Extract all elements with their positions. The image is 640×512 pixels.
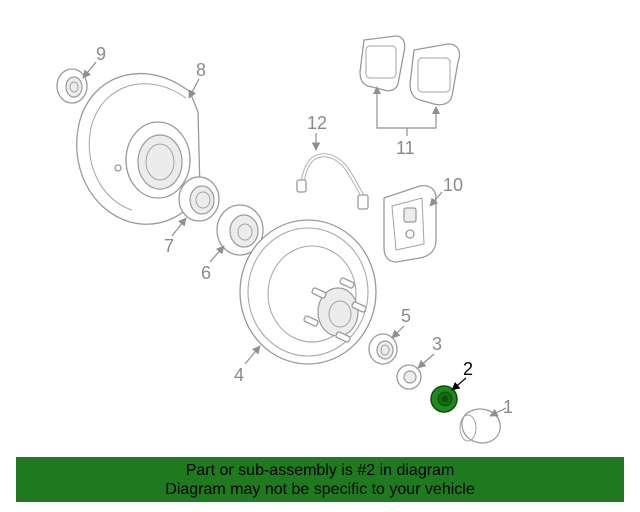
outer-bearing-part-5 (368, 333, 398, 365)
callout-8: 8 (188, 60, 206, 99)
washer-part-3 (396, 364, 422, 390)
banner-line-1: Part or sub-assembly is #2 in diagram (185, 462, 455, 479)
grease-seal-part-9 (56, 68, 88, 104)
brake-pads-part-11 (359, 35, 461, 136)
svg-text:1: 1 (503, 397, 513, 417)
svg-text:2: 2 (463, 359, 473, 379)
svg-text:12: 12 (307, 113, 327, 133)
brake-hose-part-12 (296, 153, 369, 210)
svg-text:4: 4 (234, 365, 244, 385)
svg-text:11: 11 (396, 138, 415, 158)
wheel-studs (303, 277, 367, 343)
callout-2: 2 (451, 359, 473, 391)
dust-cap-part-1 (459, 408, 501, 444)
inner-bearing-part-6 (216, 204, 264, 256)
splash-shield-part-8 (76, 72, 201, 225)
callout-3: 3 (417, 334, 442, 369)
brake-caliper-part-10 (383, 184, 437, 263)
svg-text:7: 7 (164, 236, 174, 256)
callout-9: 9 (82, 44, 106, 79)
svg-text:3: 3 (432, 334, 442, 354)
callout-6: 6 (201, 245, 225, 283)
callout-7: 7 (164, 217, 187, 256)
callout-10: 10 (429, 175, 463, 207)
callout-11: 11 (396, 138, 415, 158)
svg-text:5: 5 (401, 306, 411, 326)
inner-race-part-7 (178, 176, 220, 222)
callout-12: 12 (307, 113, 327, 151)
callout-5: 5 (391, 306, 411, 339)
brake-rotor-part-4 (239, 219, 377, 365)
callout-1: 1 (489, 397, 513, 417)
svg-text:10: 10 (443, 175, 463, 195)
svg-text:6: 6 (201, 263, 211, 283)
info-banner: Part or sub-assembly is #2 in diagram Di… (16, 457, 624, 502)
parts-diagram: 9 8 7 6 4 5 3 2 1 12 11 10 (56, 35, 513, 444)
callout-4: 4 (234, 345, 261, 385)
spindle-nut-part-2[interactable] (430, 385, 458, 413)
svg-text:9: 9 (96, 44, 106, 64)
svg-text:8: 8 (196, 60, 206, 80)
banner-line-2: Diagram may not be specific to your vehi… (165, 481, 475, 498)
